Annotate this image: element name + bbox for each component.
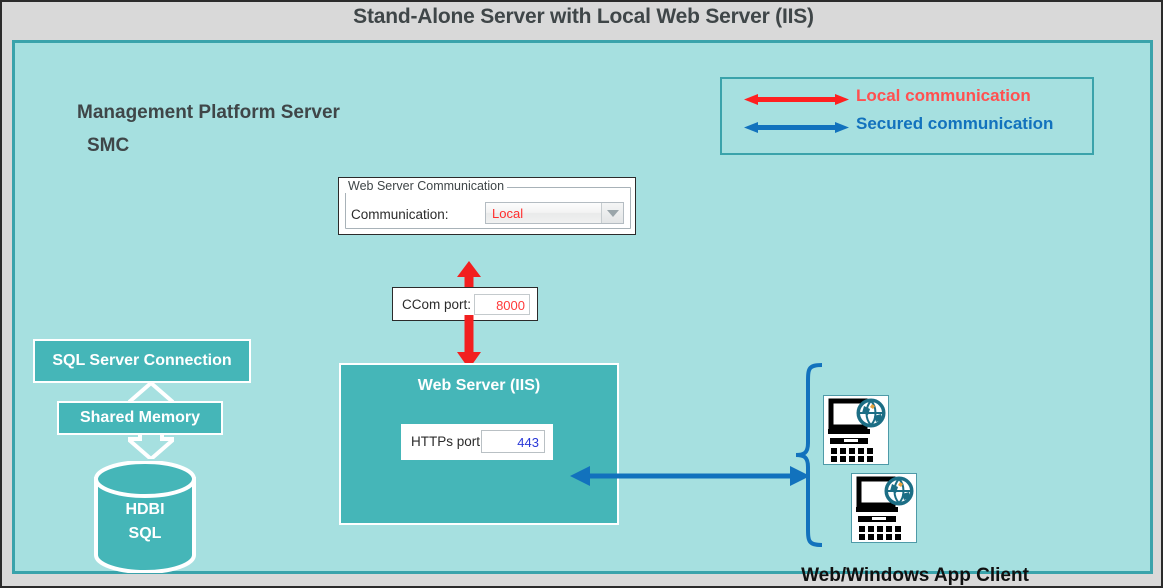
client-group-brace [795,363,823,547]
database-cylinder-icon [94,461,196,573]
communication-select[interactable]: Local [485,202,624,224]
double-arrow-red-icon [744,94,849,105]
arrow-secured-communication [570,466,810,486]
https-port-box: HTTPs port: 443 [401,424,553,460]
sql-server-connection-label: SQL Server Connection [52,352,232,369]
client-label: Web/Windows App Client [801,565,1029,586]
shared-memory-label: Shared Memory [79,409,201,426]
ccom-port-box: CCom port: 8000 [392,287,538,321]
database-label: HDBI SQL [93,498,197,546]
shared-memory-box: Shared Memory [57,401,223,435]
header-bar: Stand-Alone Server with Local Web Server… [2,2,1161,38]
communication-select-value: Local [492,206,524,221]
smc-label: SMC [87,135,130,156]
management-platform-server-panel: Management Platform Server SMC Local com… [12,40,1153,586]
https-port-input[interactable]: 443 [481,430,545,453]
web-client-computer-glyph [828,398,886,462]
web-server-communication-title: Web Server Communication [345,180,508,193]
database-label-line2: SQL [128,525,162,542]
communication-field-label: Communication: [351,207,449,222]
web-server-iis-title: Web Server (IIS) [417,377,541,394]
web-client-computer-glyph [856,476,914,540]
web-server-communication-panel: Web Server Communication Communication: … [338,177,636,235]
ccom-port-input[interactable]: 8000 [474,294,530,315]
double-arrow-blue-icon [744,122,849,133]
database-label-line1: HDBI [125,501,165,518]
management-platform-server-label: Management Platform Server [77,102,340,123]
communication-select-button[interactable] [601,203,623,223]
https-port-label: HTTPs port: [411,434,484,449]
legend-box: Local communication Secured communicatio… [720,77,1094,155]
page-title: Stand-Alone Server with Local Web Server… [353,5,814,28]
ccom-port-label: CCom port: [402,297,472,312]
chevron-down-icon [607,210,619,217]
web-client-computer-icon [851,473,917,543]
legend-label-secured: Secured communication [856,114,1054,133]
ccom-port-value: 8000 [496,298,525,313]
sql-server-connection-box: SQL Server Connection [33,339,251,383]
legend-label-local: Local communication [856,86,1031,105]
arrow-down-local-communication [457,315,481,369]
web-client-computer-icon [823,395,889,465]
https-port-value: 443 [517,435,539,450]
web-server-iis-box: Web Server (IIS) HTTPs port: 443 [339,363,619,525]
